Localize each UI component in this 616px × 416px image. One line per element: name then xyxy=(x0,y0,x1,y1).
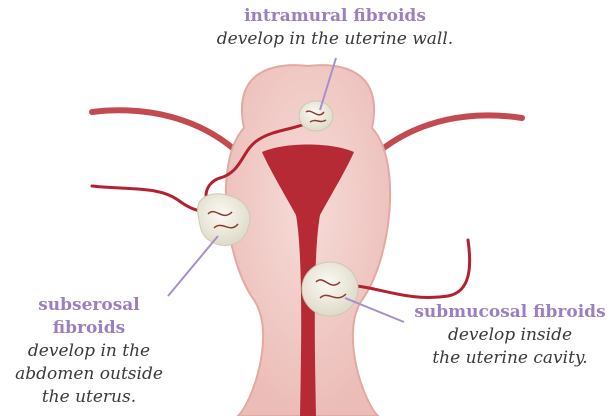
intramural-title: intramural fibroids xyxy=(190,5,480,28)
intramural-label: intramural fibroids develop in the uteri… xyxy=(190,5,480,51)
subserosal-label: subserosal fibroids develop in the abdom… xyxy=(0,294,178,409)
intramural-desc-line-1: develop in the uterine wall. xyxy=(190,28,480,51)
fallopian-tube-right xyxy=(381,115,522,150)
submucosal-label: submucosal fibroids develop inside the u… xyxy=(404,301,616,370)
subserosal-desc-line-1: develop in the xyxy=(0,340,178,363)
fallopian-tube-left xyxy=(92,110,235,150)
pointer-subserosal xyxy=(168,236,218,296)
submucosal-desc-line-2: the uterine cavity. xyxy=(404,347,616,370)
submucosal-fibroid xyxy=(302,262,358,316)
subserosal-fibroid xyxy=(197,194,250,246)
subserosal-title: subserosal fibroids xyxy=(0,294,178,340)
submucosal-desc-line-1: develop inside xyxy=(404,324,616,347)
subserosal-desc-line-3: the uterus. xyxy=(0,386,178,409)
intramural-fibroid xyxy=(299,101,333,131)
submucosal-title: submucosal fibroids xyxy=(404,301,616,324)
subserosal-desc-line-2: abdomen outside xyxy=(0,363,178,386)
